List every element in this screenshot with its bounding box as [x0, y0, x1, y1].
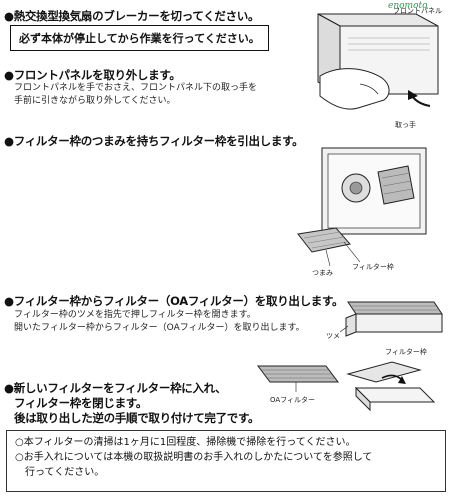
step4-body: フィルター枠のツメを指先で押しフィルター枠を開きます。 開いたフィルター枠からフ…	[14, 309, 305, 335]
step2-body: フロントパネルを手でおさえ、フロントパネル下の取っ手を 手前に引きながら取り外し…	[14, 82, 257, 108]
notes-box: ○本フィルターの清掃は1ヶ月に1回程度、掃除機で掃除を行ってください。 ○お手入…	[6, 430, 446, 492]
filter-frame-illustration	[297, 147, 427, 267]
warning-text: 必ず本体が停止してから作業を行ってください。	[19, 32, 260, 45]
step3-heading: ●フィルター枠のつまみを持ちフィルター枠を引出します。	[4, 134, 304, 148]
step1-heading: ●熱交換型換気扇のブレーカーを切ってください。	[4, 9, 260, 23]
step5-heading-line2: フィルター枠を閉じます。	[14, 396, 148, 410]
warning-box: 必ず本体が停止してから作業を行ってください。	[10, 25, 269, 51]
label-filter-frame: フィルター枠	[352, 263, 394, 271]
label-front-panel: フロントパネル	[393, 7, 442, 15]
step4-body-line1: フィルター枠のツメを指先で押しフィルター枠を開きます。	[14, 310, 256, 320]
step5-heading: ●新しいフィルターをフィルター枠に入れ、 フィルター枠を閉じます。 後は取り出し…	[4, 381, 260, 426]
label-handle: 取っ手	[395, 121, 416, 129]
note-line3: 行ってください。	[15, 467, 105, 478]
note-line2: ○お手入れについては本機の取扱説明書のお手入れのしかたについてを参照して	[15, 452, 373, 463]
label-claw: ツメ	[326, 332, 340, 340]
label-knob: つまみ	[312, 269, 333, 277]
label-oa-filter: OAフィルター	[270, 396, 316, 404]
step4-heading: ●フィルター枠からフィルター（OAフィルター）を取り出します。	[4, 294, 344, 308]
label-frame-step4: フィルター枠	[385, 348, 427, 356]
open-frame-illustration	[339, 301, 443, 337]
front-panel-illustration	[317, 13, 439, 110]
step2-body-line2: 手前に引きながら取り外してください。	[14, 96, 176, 106]
watermark: enomoto	[388, 1, 428, 11]
step4-body-line2: 開いたフィルター枠からフィルター（OAフィルター）を取り出します。	[14, 323, 305, 333]
step2-heading: ●フロントパネルを取り外します。	[4, 68, 181, 82]
step5-heading-line1: ●新しいフィルターをフィルター枠に入れ、	[4, 381, 227, 395]
new-filter-illustration	[257, 361, 436, 412]
note-line1: ○本フィルターの清掃は1ヶ月に1回程度、掃除機で掃除を行ってください。	[15, 437, 356, 448]
step2-body-line1: フロントパネルを手でおさえ、フロントパネル下の取っ手を	[14, 83, 258, 93]
step5-heading-line3: 後は取り出した逆の手順で取り付けて完了です。	[14, 411, 260, 425]
